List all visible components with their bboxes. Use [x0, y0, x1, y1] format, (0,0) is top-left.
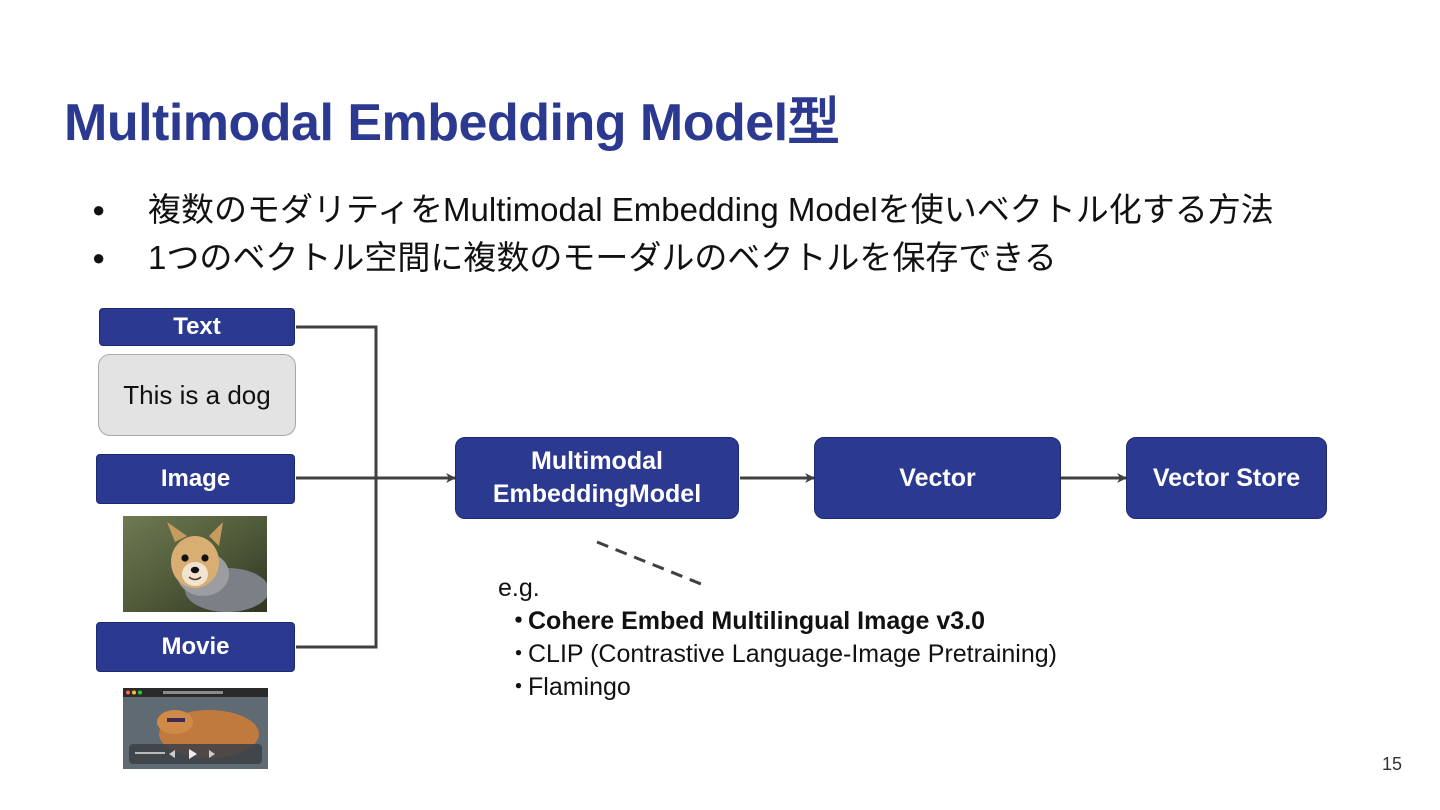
example-list: e.g. ・Cohere Embed Multilingual Image v3…: [498, 572, 1057, 704]
example-item: ・Flamingo: [498, 671, 1057, 704]
dog-photo: [123, 516, 267, 612]
movie-label-box: Movie: [96, 622, 295, 672]
text-label-box: Text: [99, 308, 295, 346]
model-box-line1: Multimodal: [493, 445, 701, 478]
example-item-text: Flamingo: [528, 673, 631, 701]
text-connector: [296, 327, 376, 478]
example-item-text: CLIP (Contrastive Language-Image Pretrai…: [528, 640, 1057, 668]
vector-store-box: Vector Store: [1126, 437, 1327, 519]
model-box-line2: EmbeddingModel: [493, 478, 701, 511]
example-item-text: Cohere Embed Multilingual Image v3.0: [528, 607, 985, 635]
example-item: ・CLIP (Contrastive Language-Image Pretra…: [498, 638, 1057, 671]
vector-box: Vector: [814, 437, 1061, 519]
text-example-box: This is a dog: [98, 354, 296, 436]
movie-thumbnail: [123, 688, 268, 769]
example-marker: ・: [506, 671, 528, 704]
embedding-model-box: Multimodal EmbeddingModel: [455, 437, 739, 519]
example-marker: ・: [506, 605, 528, 638]
movie-connector: [296, 478, 376, 647]
example-heading: e.g.: [498, 572, 1057, 605]
example-marker: ・: [506, 638, 528, 671]
image-label-box: Image: [96, 454, 295, 504]
example-item: ・Cohere Embed Multilingual Image v3.0: [498, 605, 1057, 638]
page-number: 15: [1382, 754, 1402, 775]
